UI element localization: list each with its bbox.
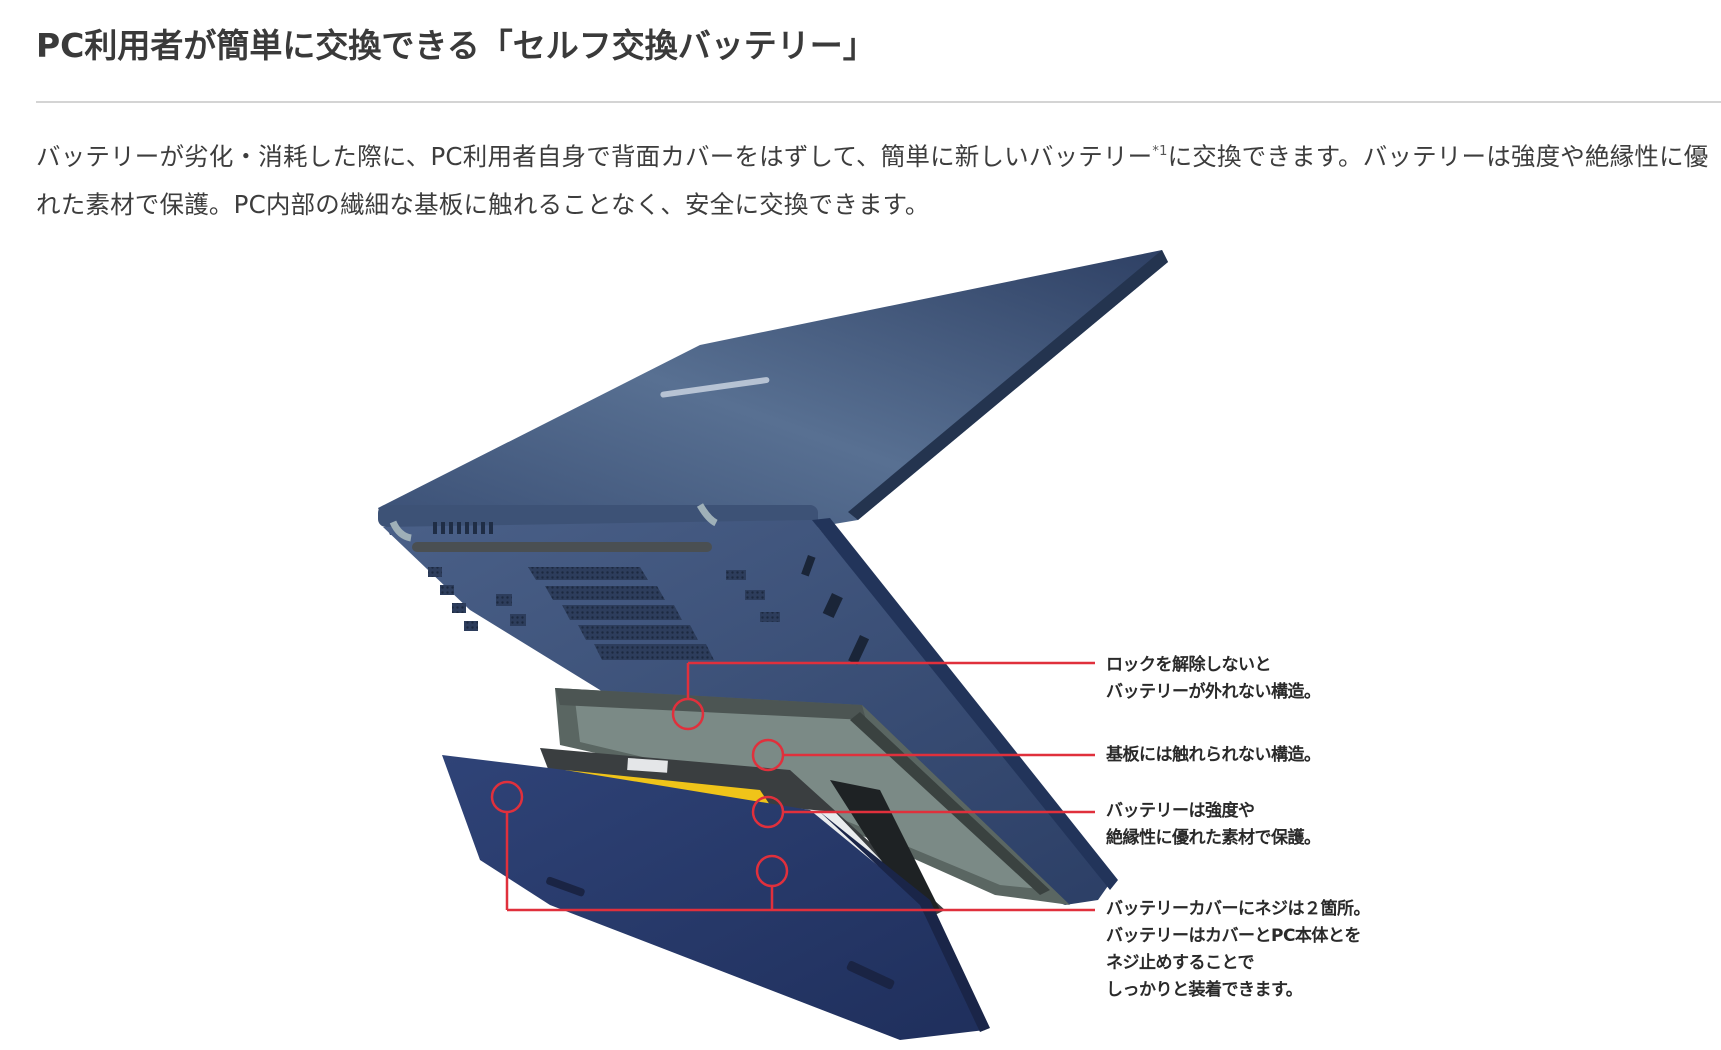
- laptop-lid: [378, 250, 1168, 535]
- callout-lock-structure: ロックを解除しないと バッテリーが外れない構造。: [1106, 655, 1321, 702]
- lead-text-2: に交換できます。バッテリーは強度や絶縁性に優れた素材で保護。PC内部の繊細な基板…: [36, 142, 1709, 219]
- laptop-battery-figure: ロックを解除しないと バッテリーが外れない構造。 基板には触れられない構造。 バ…: [0, 230, 1721, 1050]
- callout-leaders: [490, 661, 1095, 912]
- title-divider: [36, 101, 1721, 103]
- footnote-mark[interactable]: *1: [1152, 144, 1168, 159]
- lead-text-1: バッテリーが劣化・消耗した際に、PC利用者自身で背面カバーをはずして、簡単に新し…: [36, 142, 1153, 171]
- callout-battery-material: バッテリーは強度や 絶縁性に優れた素材で保護。: [1106, 801, 1321, 848]
- laptop-illustration: [378, 250, 1168, 1040]
- battery-cover: [442, 755, 990, 1040]
- laptop-base: [383, 503, 1118, 905]
- callout-cover-screws: バッテリーカバーにネジは２箇所。 バッテリーはカバーとPC本体とを ネジ止めする…: [1106, 899, 1371, 1000]
- callout-board-protection: 基板には触れられない構造。: [1106, 745, 1321, 765]
- section-title: PC利用者が簡単に交換できる「セルフ交換バッテリー」: [36, 26, 876, 65]
- lead-paragraph: バッテリーが劣化・消耗した際に、PC利用者自身で背面カバーをはずして、簡単に新し…: [36, 128, 1716, 229]
